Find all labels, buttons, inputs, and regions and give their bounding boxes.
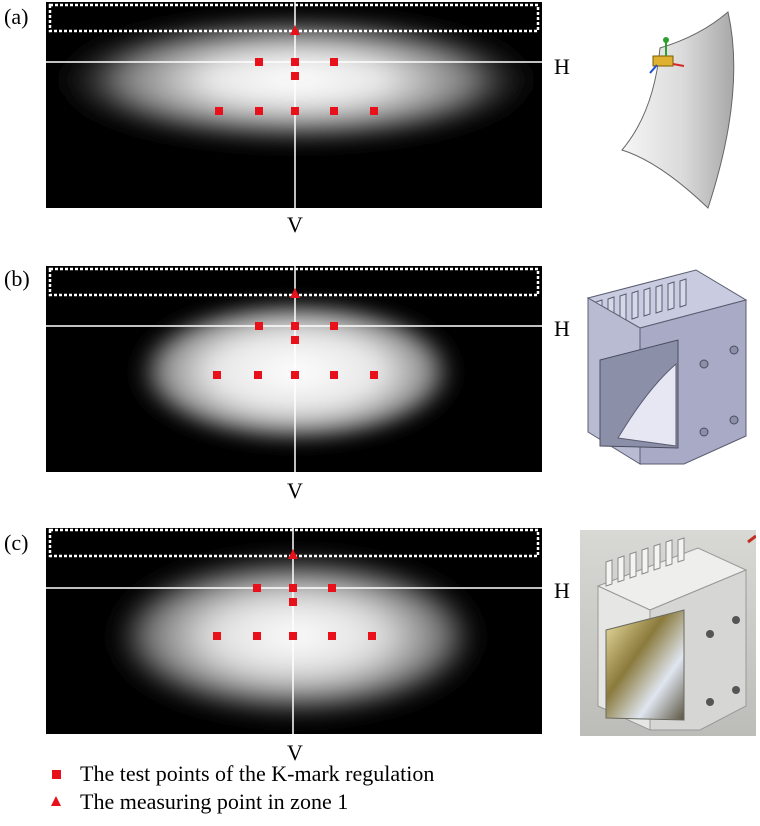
v-axis-label-a: V bbox=[287, 212, 303, 237]
h-axis-label-c: H bbox=[554, 578, 570, 603]
measuring-point-marker bbox=[290, 288, 300, 298]
panel-label-a: (a) bbox=[4, 4, 29, 29]
test-point-marker bbox=[330, 58, 338, 66]
test-point-marker bbox=[289, 598, 297, 606]
test-point-marker bbox=[291, 58, 299, 66]
test-point-marker bbox=[253, 584, 261, 592]
test-point-marker bbox=[368, 632, 376, 640]
reflector-surface-model bbox=[600, 2, 750, 212]
test-point-marker bbox=[255, 58, 263, 66]
headlamp-module-photo bbox=[580, 530, 757, 736]
test-point-marker bbox=[253, 632, 261, 640]
v-axis-label-b: V bbox=[287, 478, 303, 503]
test-point-marker bbox=[291, 107, 299, 115]
test-point-marker bbox=[330, 322, 338, 330]
test-point-marker bbox=[330, 371, 338, 379]
test-point-marker bbox=[289, 584, 297, 592]
test-point-marker bbox=[255, 322, 263, 330]
measuring-point-marker bbox=[290, 25, 300, 35]
beam-pattern-b bbox=[46, 266, 542, 472]
v-axis-label-c: V bbox=[287, 740, 303, 765]
test-point-marker bbox=[328, 584, 336, 592]
test-point-marker bbox=[255, 107, 263, 115]
panel-label-c: (c) bbox=[4, 530, 29, 555]
test-point-marker bbox=[291, 371, 299, 379]
measuring-point-legend-marker bbox=[51, 796, 61, 806]
test-point-marker bbox=[215, 107, 223, 115]
test-point-marker bbox=[213, 371, 221, 379]
test-point-marker bbox=[289, 632, 297, 640]
h-axis-label-b: H bbox=[554, 316, 570, 341]
test-point-marker bbox=[291, 322, 299, 330]
beam-pattern-c bbox=[46, 528, 542, 734]
test-points-legend-marker bbox=[52, 770, 61, 779]
test-point-marker bbox=[328, 632, 336, 640]
h-axis-label-a: H bbox=[554, 54, 570, 79]
test-point-marker bbox=[213, 632, 221, 640]
test-point-marker bbox=[254, 371, 262, 379]
panel-label-b: (b) bbox=[4, 266, 30, 291]
test-point-marker bbox=[291, 336, 299, 344]
measuring-point-marker bbox=[288, 549, 298, 559]
test-points-legend-text: The test points of the K-mark regulation bbox=[80, 761, 435, 786]
test-point-marker bbox=[370, 107, 378, 115]
measuring-point-legend-text: The measuring point in zone 1 bbox=[80, 789, 349, 814]
test-point-marker bbox=[291, 72, 299, 80]
headlamp-module-cad bbox=[578, 268, 754, 470]
beam-pattern-a bbox=[46, 2, 542, 208]
test-point-marker bbox=[330, 107, 338, 115]
test-point-marker bbox=[370, 371, 378, 379]
